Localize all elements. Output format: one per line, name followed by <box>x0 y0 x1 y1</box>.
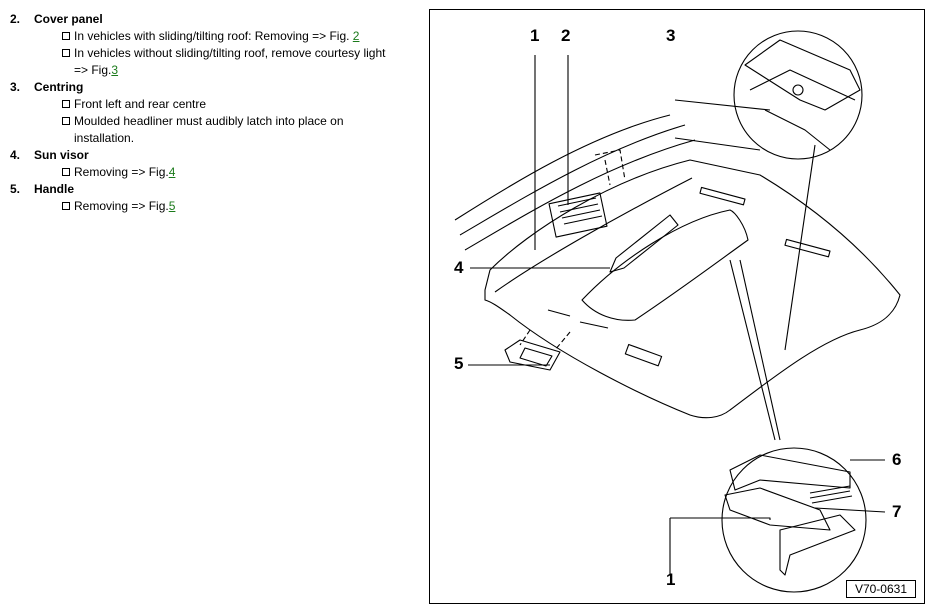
sub-item-text: In vehicles with sliding/tilting roof: R… <box>74 29 353 43</box>
sub-item-text: In vehicles without sliding/tilting roof… <box>74 46 386 77</box>
item-heading: 4. Sun visor <box>10 147 410 164</box>
callout-label: 1 <box>666 570 676 589</box>
list-item: 3. Centring Front left and rear centre M… <box>10 79 410 147</box>
fig-link[interactable]: 3 <box>111 63 119 77</box>
sub-item: Removing => Fig.4 <box>62 164 410 181</box>
item-number: 5. <box>10 182 21 196</box>
item-title: Centring <box>34 80 84 94</box>
callout-label: 7 <box>892 502 902 521</box>
parts-list: 2. Cover panel In vehicles with sliding/… <box>10 11 410 215</box>
callout-label: 2 <box>561 26 571 45</box>
list-item: 2. Cover panel In vehicles with sliding/… <box>10 11 410 79</box>
callout-label: 3 <box>666 26 676 45</box>
bullet-icon <box>62 100 70 108</box>
fig-link[interactable]: 5 <box>168 199 176 213</box>
bullet-icon <box>62 32 70 40</box>
item-heading: 5. Handle <box>10 181 410 198</box>
sub-item: Moulded headliner must audibly latch int… <box>62 113 410 147</box>
sub-item-text: Removing => Fig. <box>74 199 169 213</box>
callout-label: 1 <box>530 26 540 45</box>
headliner-illustration <box>454 30 901 593</box>
item-number: 4. <box>10 148 21 162</box>
callout-label: 6 <box>892 450 902 469</box>
bullet-icon <box>62 49 70 57</box>
sub-item: Front left and rear centre <box>62 96 410 113</box>
list-item: 4. Sun visor Removing => Fig.4 <box>10 147 410 181</box>
item-title: Sun visor <box>34 148 89 162</box>
item-heading: 3. Centring <box>10 79 410 96</box>
callout-label: 4 <box>454 258 464 277</box>
item-heading: 2. Cover panel <box>10 11 410 28</box>
item-title: Cover panel <box>34 12 103 26</box>
sub-item-text: Removing => Fig. <box>74 165 169 179</box>
sub-item-text: Moulded headliner must audibly latch int… <box>74 114 344 145</box>
fig-link[interactable]: 4 <box>168 165 176 179</box>
callout-label: 5 <box>454 354 464 373</box>
sub-item: In vehicles with sliding/tilting roof: R… <box>62 28 410 45</box>
list-item: 5. Handle Removing => Fig.5 <box>10 181 410 215</box>
sub-item: Removing => Fig.5 <box>62 198 410 215</box>
sub-item-text: Front left and rear centre <box>74 97 207 111</box>
item-title: Handle <box>34 182 75 196</box>
item-number: 3. <box>10 80 21 94</box>
bullet-icon <box>62 168 70 176</box>
headliner-figure: 1 2 3 4 5 6 7 1 V70-0631 <box>429 9 925 604</box>
fig-link[interactable]: 2 <box>352 29 360 43</box>
item-number: 2. <box>10 12 21 26</box>
bullet-icon <box>62 202 70 210</box>
sub-item: In vehicles without sliding/tilting roof… <box>62 45 410 79</box>
figure-code: V70-0631 <box>845 580 916 598</box>
bullet-icon <box>62 117 70 125</box>
